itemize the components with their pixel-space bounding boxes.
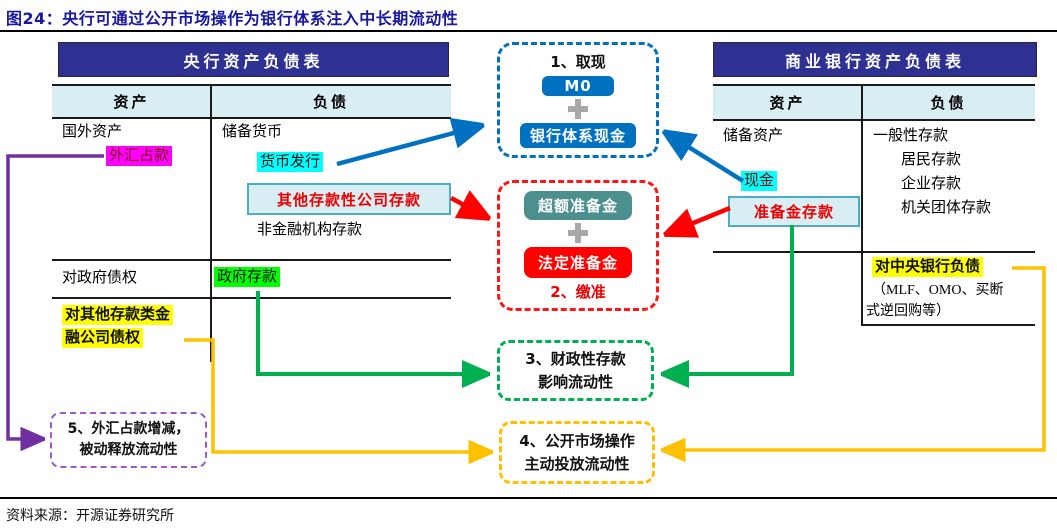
cm-cash: 现金: [741, 171, 778, 191]
cm-col-liabilities: 负债: [930, 94, 967, 112]
cb-col-liabilities: 负债: [312, 93, 349, 111]
flow-box-fiscal-deposits: 3、财政性存款 影响流动性: [497, 340, 654, 401]
commercial-bank-table-header: 资产 负债: [713, 84, 1035, 121]
connector-reserve-deposits-to-fiscal: [661, 225, 794, 374]
connector-other-claims-to-omo: [184, 338, 493, 452]
arrow-odc-deposits-to-reserve: [449, 198, 490, 219]
central-bank-table-header: 资产 负债: [52, 84, 451, 119]
connector-gov-deposits-to-fiscal: [256, 291, 490, 374]
cm-col-assets: 资产: [769, 94, 806, 112]
cb-gov-claims: 对政府债权: [62, 270, 138, 286]
cm-reserve-deposits: 准备金存款: [728, 196, 860, 227]
flow-box-withdrawal: 1、取现 M0 银行体系现金: [497, 42, 659, 158]
cb-other-depository-deposits: 其他存款性公司存款: [247, 183, 451, 215]
cm-reserve-assets: 储备资产: [723, 128, 784, 144]
cm-general-deposits: 一般性存款: [873, 128, 949, 144]
withdrawal-label: 1、取现: [550, 53, 606, 71]
flow-box-reserve-payment: 超额准备金 法定准备金 2、缴准: [497, 180, 659, 311]
cb-fx-position: 外汇占款: [106, 146, 173, 166]
cm-central-bank-liabilities: 对中央银行负债: [872, 257, 984, 277]
cb-non-financial-deposits: 非金融机构存款: [257, 222, 363, 238]
flow-box-open-market-operations: 4、公开市场操作 主动投放流动性: [499, 421, 655, 484]
source-note: 资料来源：开源证券研究所: [6, 509, 174, 524]
cm-corporate-deposits: 企业存款: [901, 176, 962, 192]
plus-icon: [568, 99, 588, 120]
cb-row-divider-1: [52, 259, 451, 261]
cm-row-divider: [713, 251, 1035, 253]
omo-line2: 主动投放流动性: [524, 454, 630, 473]
commercial-bank-table-title: 商业银行资产负债表: [713, 42, 1037, 77]
arrow-currency-issuance-to-withdraw: [336, 125, 484, 167]
cm-cbl-note-line1: （MLF、OMO、买断: [872, 283, 1004, 298]
fiscal-deposits-line2: 影响流动性: [537, 372, 613, 391]
title-divider: [0, 30, 1057, 32]
excess-reserves-pill: 超额准备金: [523, 191, 632, 220]
fx-passive-line1: 5、外汇占款增减，: [67, 421, 190, 437]
cb-reserve-money: 储备货币: [222, 124, 283, 140]
reserve-payment-label: 2、缴准: [550, 282, 606, 301]
cm-cbl-note-line2: 式逆回购等）: [866, 304, 950, 319]
required-reserves-pill: 法定准备金: [523, 246, 632, 278]
cm-column-divider: [861, 84, 863, 326]
cm-institution-deposits: 机关团体存款: [901, 200, 992, 216]
cb-column-divider: [210, 84, 212, 362]
cb-currency-issuance: 货币发行: [257, 152, 324, 172]
source-divider: [0, 497, 1057, 499]
fiscal-deposits-line1: 3、财政性存款: [525, 349, 626, 368]
cm-bottom-border: [861, 324, 1035, 326]
cb-col-assets: 资产: [113, 93, 150, 111]
cb-foreign-assets: 国外资产: [62, 124, 123, 140]
cb-gov-deposits: 政府存款: [214, 267, 281, 287]
arrow-reserve-deposits-to-reserve: [664, 205, 731, 235]
cm-household-deposits: 居民存款: [901, 152, 962, 168]
cb-row-divider-2: [52, 297, 451, 299]
m0-pill: M0: [542, 75, 614, 96]
cb-other-claims-line1: 对其他存款类金: [62, 305, 174, 325]
cb-other-claims-line2: 融公司债权: [62, 328, 144, 348]
omo-line1: 4、公开市场操作: [519, 431, 635, 450]
flow-box-fx-passive-liquidity: 5、外汇占款增减， 被动释放流动性: [50, 412, 207, 468]
fx-passive-line2: 被动释放流动性: [79, 442, 178, 458]
bank-system-cash-pill: 银行体系现金: [519, 122, 636, 148]
plus-icon: [568, 223, 588, 244]
central-bank-table-title: 央行资产负债表: [58, 42, 449, 77]
figure-title: 图24：央行可通过公开市场操作为银行体系注入中长期流动性: [6, 9, 459, 28]
